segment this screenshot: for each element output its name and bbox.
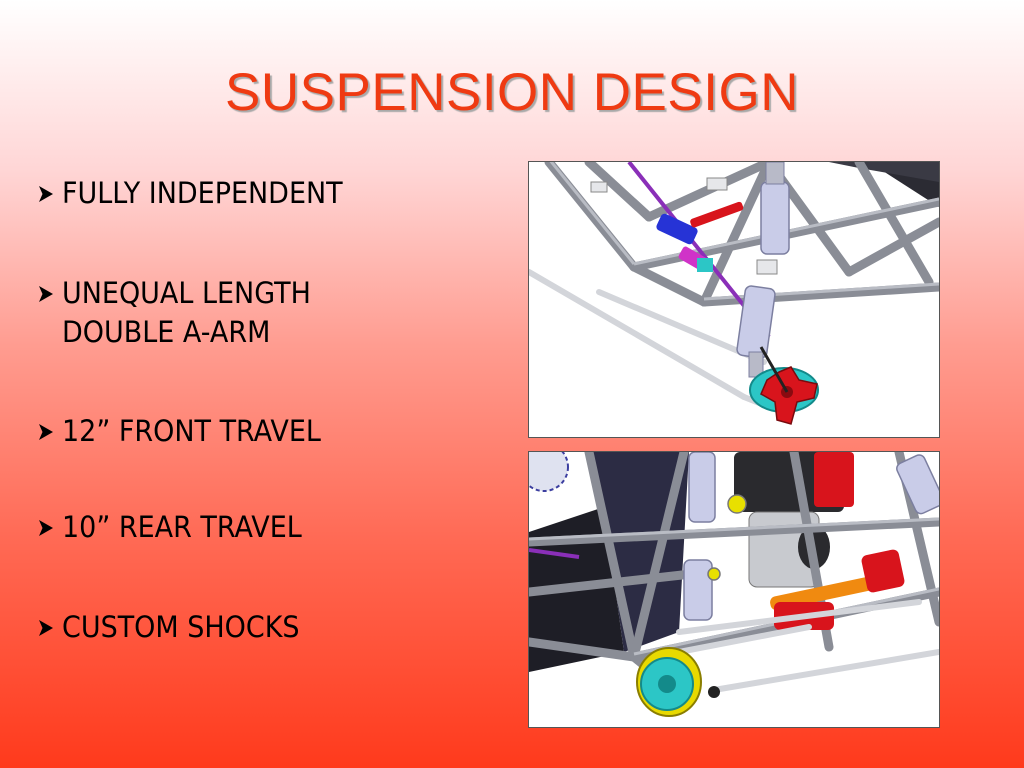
bullet-fully-independent: FULLY INDEPENDENT [36,174,364,213]
arrowhead-bullet-icon [36,284,62,308]
arrowhead-bullet-icon [36,184,62,208]
front-suspension-cad-render [528,161,940,438]
bullet-text: 10” REAR TRAVEL [62,510,302,544]
arrowhead-bullet-icon [36,518,62,542]
arrowhead-bullet-icon [36,422,62,446]
bullet-text: CUSTOM SHOCKS [62,610,300,644]
bullet-text: 12” FRONT TRAVEL [62,414,321,448]
rear-suspension-illustration [529,452,939,717]
bullet-text: UNEQUAL LENGTH DOUBLE A-ARM [62,276,311,349]
bullet-unequal-length-double-a-arm: UNEQUAL LENGTH DOUBLE A-ARM [36,274,330,352]
bullet-front-travel: 12” FRONT TRAVEL [36,412,340,451]
bullet-text: FULLY INDEPENDENT [62,176,343,210]
rear-suspension-cad-render [528,451,940,728]
slide-title: SUSPENSION DESIGN [225,63,799,122]
bullet-custom-shocks: CUSTOM SHOCKS [36,608,317,647]
arrowhead-bullet-icon [36,618,62,642]
bullet-rear-travel: 10” REAR TRAVEL [36,508,320,547]
front-suspension-illustration [529,162,939,425]
